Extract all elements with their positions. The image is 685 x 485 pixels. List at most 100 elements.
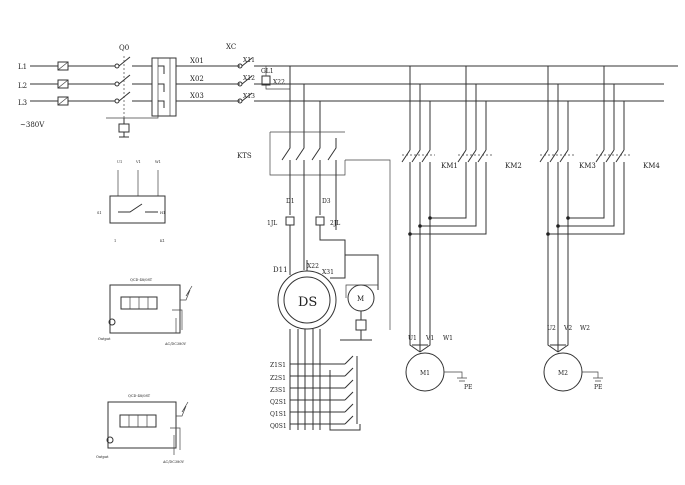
- kts-control-line: [345, 159, 391, 330]
- terminal-label-x12: X12: [243, 75, 255, 82]
- supply-section: L1 L2 L3 ~380V: [18, 61, 115, 129]
- terminal-label-x01: X01: [190, 57, 204, 65]
- km34-supply-drops: [547, 66, 625, 150]
- km3-label: KM3: [579, 162, 596, 170]
- m1-pe-ground-icon: [444, 371, 467, 382]
- terminal-label-x13: X13: [243, 93, 255, 100]
- motor-m-wiring: [345, 284, 378, 298]
- phase-label-l3: L3: [18, 99, 27, 107]
- gl1-indicator: GL1 X22: [261, 66, 290, 90]
- km3-output-lines: [547, 162, 569, 330]
- panel2-box: [109, 284, 181, 334]
- motor-m2-label: M2: [558, 370, 568, 377]
- l2l-label: 2JL: [330, 220, 340, 227]
- xc-blades: [241, 57, 253, 102]
- panel1-side-left: S1: [97, 211, 102, 215]
- panel1-bottom-right: K1: [160, 239, 165, 243]
- q0-switch: Q0: [106, 44, 159, 138]
- coil-section: D1 D3 1JL 2JL: [267, 198, 346, 275]
- m2-terminal-w2: W2: [580, 325, 590, 332]
- terminal-label-x03: X03: [190, 92, 204, 100]
- xc-switch: XC X11 X12 X13: [226, 43, 255, 104]
- q0-pole-1-terminal: [114, 63, 120, 69]
- auxiliary-motor: M: [340, 284, 378, 341]
- km3-km4-group: KM3 KM4: [539, 66, 660, 330]
- fuse-l3: [57, 96, 69, 106]
- motor-m1-label: M1: [420, 370, 430, 377]
- gl1-label: GL1: [261, 68, 274, 75]
- contact-bank-rails: [289, 329, 321, 430]
- contact-label-z2s1: Z2S1: [270, 375, 286, 382]
- terminal-block-contacts: [158, 65, 165, 108]
- contact-bank-contacts: [344, 355, 354, 425]
- panel1-bottom-left: 1: [114, 239, 116, 243]
- panel3-right: AC/DC380V: [162, 460, 185, 464]
- q0-pole-2-terminal: [114, 81, 120, 87]
- q0-label: Q0: [119, 44, 129, 52]
- q0-blades: [118, 56, 131, 102]
- km2-crossover-lines: [410, 162, 487, 235]
- km12-supply-drops: [409, 66, 487, 150]
- terminal-block-frame: [151, 57, 177, 117]
- mini-panel-switch: U1 V1 W1 S1 H1 1 K1: [97, 160, 166, 243]
- gl1-wiring: [265, 66, 290, 90]
- mini-panel-controller-2: QCD-48/08T Output AC/DC380V: [96, 394, 189, 464]
- phase-label-l1: L1: [18, 63, 27, 71]
- ds-label: DS: [298, 295, 317, 310]
- m2-terminal-v2: V2: [563, 325, 572, 332]
- coil-output-lines: [289, 225, 346, 275]
- panel3-resistor-icon: [176, 401, 189, 417]
- panel1-label-v1: V1: [135, 160, 141, 164]
- kts-contacts: [281, 138, 337, 161]
- m2-terminal-u2: U2: [547, 325, 556, 332]
- phase-input-lines: [30, 65, 58, 102]
- coil-1jl-icon: [285, 216, 295, 226]
- terminal-label-x22: X22: [273, 79, 285, 86]
- panel2-header: QCD-48/08T: [130, 278, 153, 282]
- panel3-output-leads: [170, 427, 181, 455]
- contact-label-z3s1: Z3S1: [270, 387, 286, 394]
- kts-frame: [269, 131, 346, 176]
- panel1-label-u1: U1: [117, 160, 122, 164]
- panel1-side-right: H1: [160, 211, 165, 215]
- panel3-left: Output: [96, 455, 109, 459]
- supply-voltage-label: ~380V: [20, 121, 45, 129]
- panel2-display-divisions: [129, 297, 149, 309]
- contact-bank: Z1S1 Z2S1 Z3S1 Q2S1 Q1S1 Q0S1: [270, 329, 361, 431]
- panel3-box: [107, 401, 177, 449]
- earth-icon: [119, 132, 129, 138]
- contact-bank-rows: [290, 363, 345, 425]
- panel1-switch-icon: [118, 203, 158, 213]
- contact-label-z1s1: Z1S1: [270, 362, 286, 369]
- junction-dot: [566, 216, 570, 220]
- motor-m2: U2 V2 W2 M2 PE: [543, 325, 603, 392]
- d1-label: D1: [286, 198, 295, 205]
- panel1-leads: [117, 170, 159, 196]
- l1l-label: 1JL: [267, 220, 277, 227]
- q0-interlock-line: [106, 100, 159, 119]
- q0-earth-box: [118, 123, 130, 133]
- panel2-knob-icon: [108, 318, 116, 326]
- km1-km2-group: KM1 KM2: [401, 66, 522, 330]
- ds-device: D11 X22 X31 DS: [273, 254, 379, 330]
- m1-terminal-w1: W1: [443, 335, 453, 342]
- m2-pe-label: PE: [594, 384, 602, 391]
- phase-label-l2: L2: [18, 82, 27, 90]
- ds-wiring: [306, 254, 379, 290]
- kts-supply-drops: [289, 66, 321, 138]
- m1-terminal-u1: U1: [408, 335, 417, 342]
- ds-inner-ring: [283, 276, 331, 324]
- kts-label: KTS: [237, 152, 252, 160]
- km34-contacts: [539, 149, 625, 163]
- panel1-label-w1: W1: [155, 160, 161, 164]
- km4-label: KM4: [643, 162, 660, 170]
- terminal-block: X01 X02 X03: [151, 57, 240, 117]
- panel2-right: AC/DC380V: [164, 342, 187, 346]
- m2-pe-ground-icon: [582, 371, 603, 382]
- motor-m1: U1 V1 W1 M1 PE: [405, 330, 472, 392]
- kts-output-lines: [289, 160, 337, 270]
- km1-output-lines: [409, 162, 431, 330]
- junction-dot: [408, 232, 412, 236]
- q0-output-lines: [132, 65, 152, 102]
- terminal-output-lines: [176, 65, 240, 102]
